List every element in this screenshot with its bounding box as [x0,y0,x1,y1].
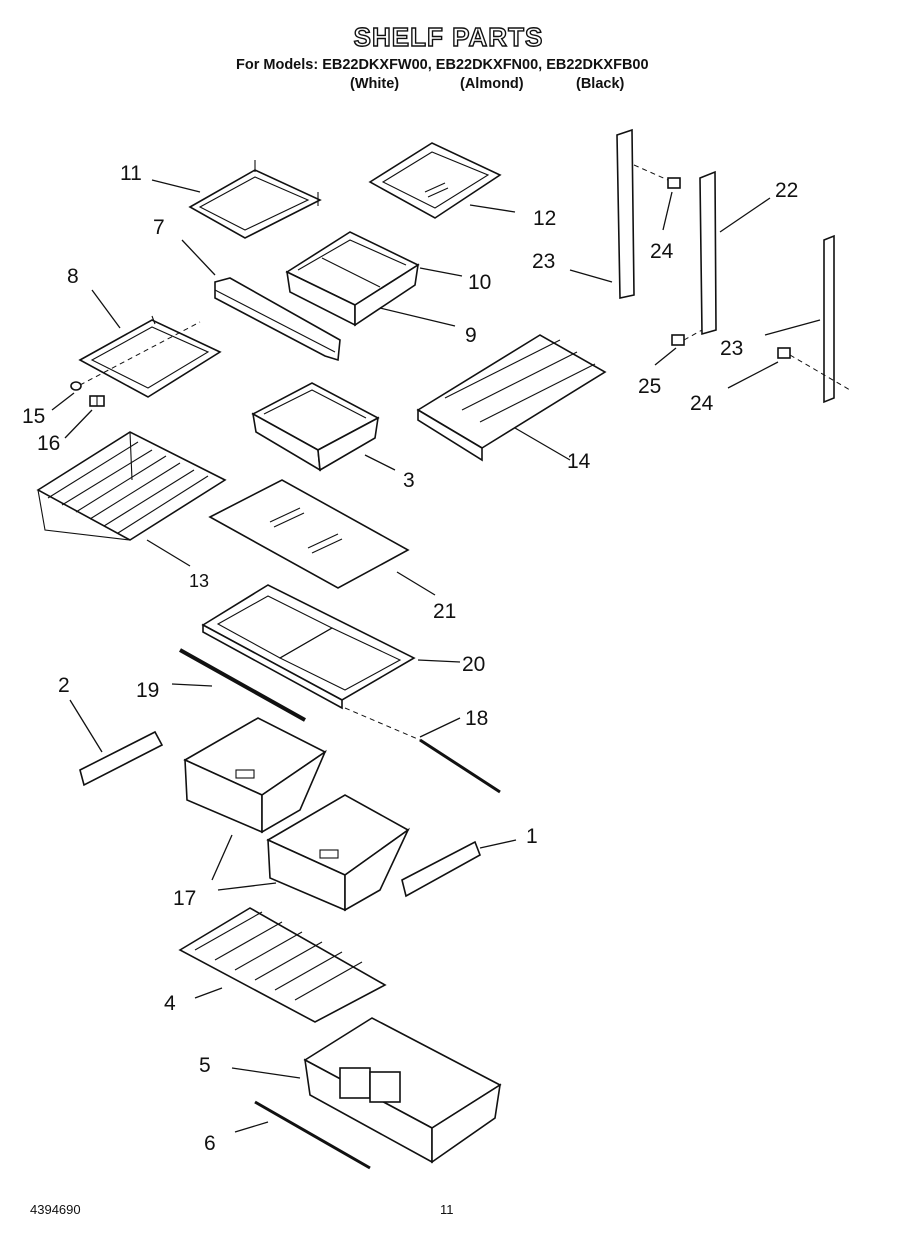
part-8-shelf [78,315,222,398]
callout-8: 8 [67,265,79,288]
callout-23-right: 23 [720,337,743,360]
color-almond-label: (Almond) [460,76,524,92]
part-17-crisper-left [183,717,327,834]
part-16-screw [89,395,105,407]
part-3-bin [251,382,380,472]
part-17-crisper-right [266,794,411,912]
part-25-screw [671,334,685,346]
callout-4: 4 [164,992,176,1015]
callout-3: 3 [403,469,415,492]
callout-10: 10 [468,271,491,294]
part-7-rail [214,277,341,362]
callout-13: 13 [189,571,209,591]
part-18-rod [344,707,501,794]
part-4-wire-shelf [178,907,387,1023]
callout-11: 11 [120,162,142,185]
callout-6: 6 [204,1132,216,1155]
callout-1: 1 [526,825,538,848]
part-23-rail-left [616,128,635,299]
page-number: 11 [440,1202,454,1217]
part-11-shelf [188,160,322,239]
color-white-label: (White) [350,76,400,92]
part-21-glass-panel [208,479,410,589]
part-19-rod [179,648,306,722]
part-5-wire-basket [303,1017,502,1164]
callout-19: 19 [136,679,159,702]
callout-25: 25 [638,375,661,398]
callout-17: 17 [173,887,196,910]
callout-9: 9 [465,324,477,347]
leader-lines [51,179,821,1133]
part-1-rail [401,840,481,898]
callout-2: 2 [58,674,70,697]
callout-23-left: 23 [532,250,555,273]
part-14-ice-tray [416,334,607,462]
callout-14: 14 [567,450,591,473]
color-black-label: (Black) [576,76,625,92]
part-24-screw-bottom [777,347,791,359]
document-number: 4394690 [30,1202,81,1217]
part-6-rod [254,1100,371,1170]
callout-5: 5 [199,1054,211,1077]
callout-20: 20 [462,653,485,676]
callout-18: 18 [465,707,488,730]
callout-24-bottom: 24 [690,392,714,415]
part-23-rail-right [823,234,835,404]
part-15-washer [70,381,82,391]
callout-15: 15 [22,405,45,428]
page-title: SHELF PARTS [353,21,544,52]
part-12-shelf [368,142,502,219]
part-20-crisper-frame [201,584,416,710]
callout-12: 12 [533,207,556,230]
callout-24-top: 24 [650,240,674,263]
callout-22: 22 [775,179,798,202]
part-24-screw-top [667,177,681,189]
callout-7: 7 [153,216,165,239]
part-2-rail [79,730,164,787]
part-13-wire-shelf [36,431,227,541]
callout-21: 21 [433,600,456,623]
model-numbers: For Models: EB22DKXFW00, EB22DKXFN00, EB… [236,57,649,73]
part-22-rail [699,170,717,336]
callout-16: 16 [37,432,60,455]
part-9-10-crisper-drawer [285,231,420,327]
